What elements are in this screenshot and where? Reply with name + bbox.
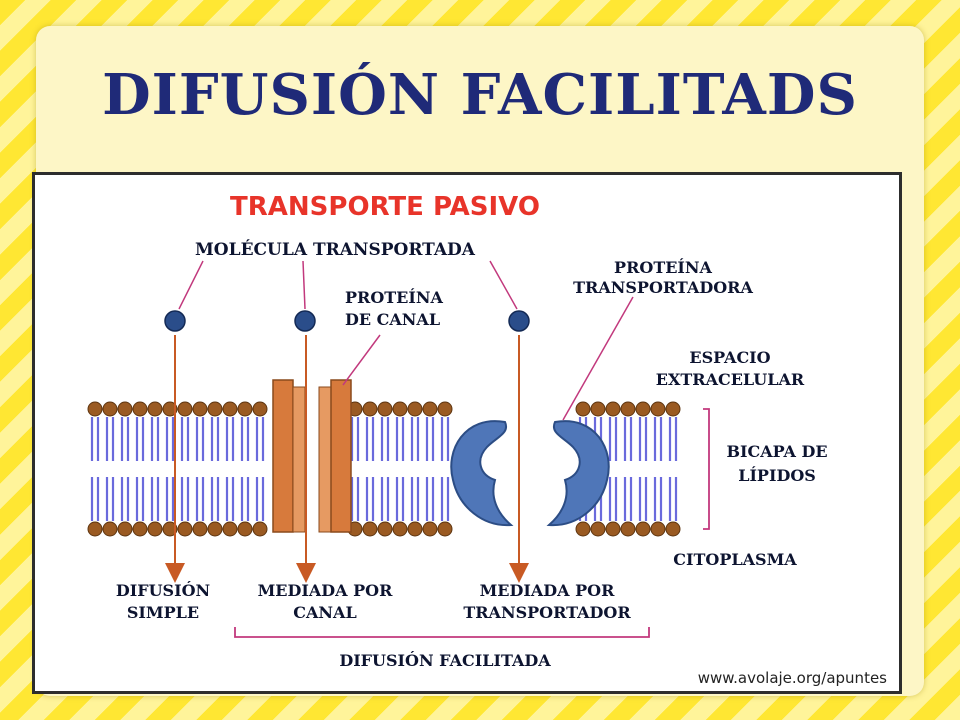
lipid-head [177,521,193,537]
lipid-head [362,401,378,417]
lipid-head [192,521,208,537]
lipid-head [252,401,268,417]
molecule-pointer-3 [489,260,518,310]
lipid-bilayer [87,401,681,537]
lipid-head [422,521,438,537]
lipid-head [650,401,666,417]
diagram-figure: TRANSPORTE PASIVO [32,172,902,694]
lipid-head [437,401,453,417]
lipid-head [117,521,133,537]
lipid-head [575,521,591,537]
carrier-protein-pointer [562,296,634,421]
channel-protein-left-half [272,379,294,533]
lipid-head [590,521,606,537]
lipid-head [237,521,253,537]
bilayer-label-line1: BICAPA DE [726,442,827,461]
lipid-head [407,521,423,537]
lipid-head [362,521,378,537]
lipid-head [162,521,178,537]
lipid-head [377,521,393,537]
lipid-head [87,401,103,417]
lipid-head [575,401,591,417]
lipid-head [207,521,223,537]
molecule-pointer-2 [302,260,306,310]
source-credit: www.avolaje.org/apuntes [698,669,887,687]
bilayer-bracket [703,408,710,530]
lipid-head [665,401,681,417]
lipid-head [605,521,621,537]
lipid-head [207,401,223,417]
lipid-head [192,401,208,417]
lipid-head [407,401,423,417]
lipid-head [665,521,681,537]
extracellular-label-line2: EXTRACELULAR [656,370,805,389]
channel-protein-label-line2: DE CANAL [345,310,440,329]
simple-diffusion-label-line1: DIFUSIÓN [116,580,210,600]
lipid-head [87,521,103,537]
carrier-mediated-label-line2: TRANSPORTADOR [463,603,631,622]
lipid-head [162,401,178,417]
molecule-label: MOLÉCULA TRANSPORTADA [195,239,476,260]
channel-protein-right-inner [318,386,332,533]
channel-mediated-label-line1: MEDIADA POR [258,581,394,600]
diagram-title: TRANSPORTE PASIVO [230,192,540,222]
channel-mediated-label-line2: CANAL [293,603,356,622]
extracellular-label-line1: ESPACIO [689,348,770,367]
lipid-head [117,401,133,417]
carrier-mediated-label-line1: MEDIADA POR [480,581,616,600]
channel-protein-right-half [330,379,352,533]
bilayer-label-line2: LÍPIDOS [738,465,816,485]
lipid-head [650,521,666,537]
carrier-protein-label-line1: PROTEÍNA [614,257,712,277]
lipid-head [620,521,636,537]
molecule-channel [294,310,316,332]
simple-diffusion-label-line2: SIMPLE [127,603,199,622]
slide-title: DIFUSIÓN FACILITADS [102,62,858,128]
lipid-head [222,521,238,537]
lipid-head [222,401,238,417]
lipid-head [132,521,148,537]
carrier-protein-left-lobe [450,420,514,527]
lipid-head [392,401,408,417]
molecule-carrier [508,310,530,332]
carrier-protein-right-lobe [546,420,610,527]
lipid-head [177,401,193,417]
lipid-head [102,401,118,417]
lipid-head [392,521,408,537]
channel-protein-label-line1: PROTEÍNA [345,287,443,307]
lipid-head [620,401,636,417]
carrier-protein-label-line2: TRANSPORTADORA [573,278,753,297]
lipid-head [237,401,253,417]
lipid-head [605,401,621,417]
lipid-head [635,401,651,417]
cytoplasm-label: CITOPLASMA [673,550,797,569]
lipid-head [102,521,118,537]
facilitated-bracket [234,627,650,638]
lipid-head [590,401,606,417]
lipid-head [635,521,651,537]
channel-protein [272,379,352,533]
diagram-svg: TRANSPORTE PASIVO [87,192,887,687]
lipid-head [437,521,453,537]
lipid-head [377,401,393,417]
lipid-head [422,401,438,417]
channel-protein-left-inner [292,386,306,533]
lipid-head [132,401,148,417]
molecule-pointer-1 [178,260,204,310]
molecule-simple [164,310,186,332]
lipid-head [147,521,163,537]
channel-protein-pointer [342,334,381,386]
facilitated-diffusion-label: DIFUSIÓN FACILITADA [339,650,551,670]
lipid-head [252,521,268,537]
carrier-protein [450,420,610,527]
lipid-head [147,401,163,417]
